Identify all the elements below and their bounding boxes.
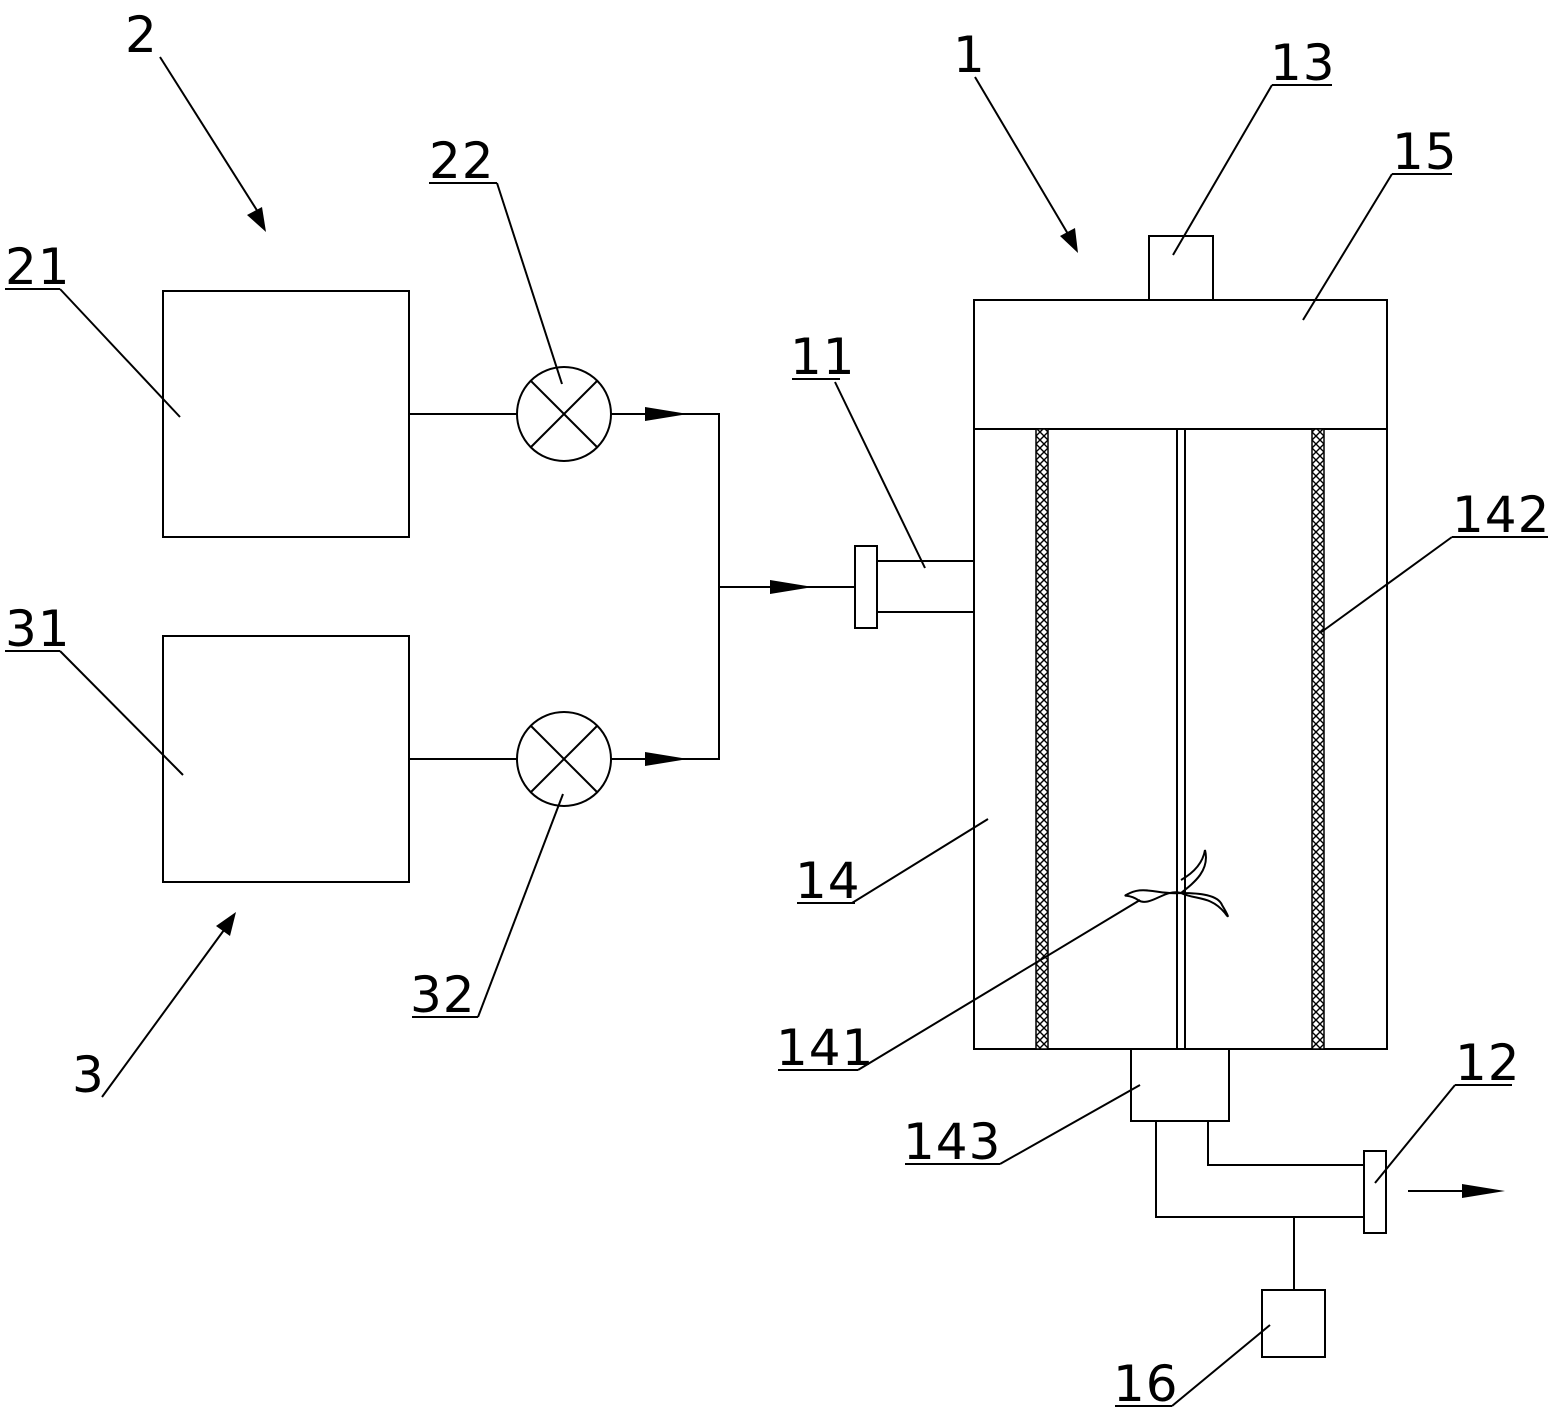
leader-15 [1302,173,1393,321]
leader-11 [834,381,926,569]
label-21: 21 [5,238,71,296]
outlet-flange-12 [1363,1150,1387,1234]
leader-32 [477,793,564,1018]
screen-142-right [1311,428,1325,1050]
label-32: 32 [410,966,476,1024]
label-3: 3 [72,1046,105,1104]
inlet-flange-11 [854,545,878,629]
valve-32-icon [516,711,612,807]
leader-21 [59,288,181,418]
pipe-22-outlet [611,413,720,760]
leader-141 [857,899,1141,1071]
outlet-pipe [1155,1121,1364,1218]
leader-22 [496,182,563,385]
flow-arrow-22 [645,407,688,421]
tank-31-box [162,635,410,883]
leader-13 [1172,84,1273,256]
outlet-pipe-inner [1207,1121,1364,1166]
pointer-2-icon [247,207,266,232]
drain-box-16 [1261,1289,1326,1358]
flow-arrow-out [1462,1184,1505,1198]
leader-142 [1319,536,1453,634]
leader-2 [159,56,259,213]
top-cover-15 [973,299,1388,430]
label-16: 16 [1113,1355,1179,1413]
nozzle-13 [1148,235,1214,301]
flow-arrow-merged [770,580,813,594]
label-143: 143 [903,1113,1001,1171]
pointer-1-icon [1060,228,1078,253]
screen-142-left [1035,428,1049,1050]
flow-arrow-32 [645,752,688,766]
leader-3 [101,929,225,1098]
label-11: 11 [790,328,856,386]
label-1: 1 [953,26,986,84]
leader-16 [1171,1324,1271,1407]
label-2: 2 [125,6,158,64]
leader-1 [974,76,1069,235]
label-22: 22 [429,132,495,190]
label-13: 13 [1270,34,1336,92]
label-15: 15 [1392,123,1458,181]
label-141: 141 [776,1019,874,1077]
leader-12 [1374,1084,1456,1184]
label-14: 14 [795,852,861,910]
label-12: 12 [1455,1034,1521,1092]
leader-31 [59,650,184,776]
label-142: 142 [1452,486,1550,544]
tank-21-box [162,290,410,538]
stirring-blade-141-icon [1124,849,1229,918]
valve-22-icon [516,366,612,462]
leader-143 [999,1084,1141,1165]
pointer-3-icon [216,912,236,936]
leader-14 [851,818,989,904]
label-31: 31 [5,600,71,658]
bottom-outlet-143 [1130,1048,1230,1122]
